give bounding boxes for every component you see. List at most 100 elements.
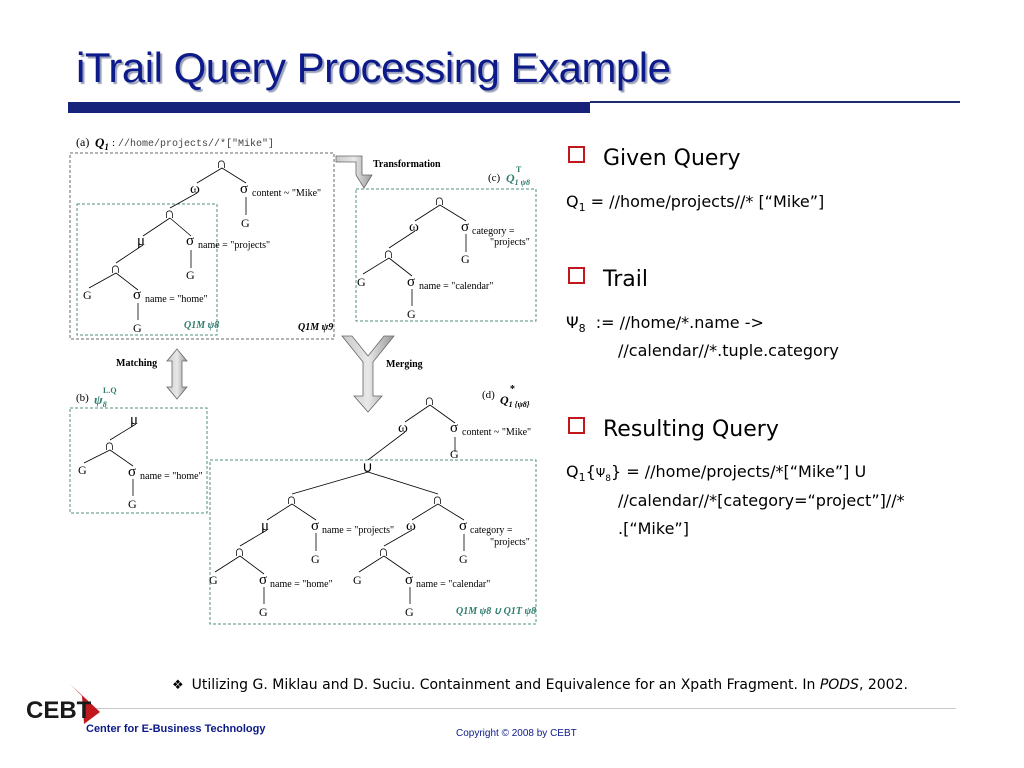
panel-c-query: Q1 ψ8: [506, 171, 530, 187]
panel-b-label: (b): [76, 392, 89, 404]
label-a-content: content ~ "Mike": [252, 188, 321, 199]
label-c-projects: "projects": [490, 237, 530, 248]
matching-arrow: [166, 348, 188, 400]
footer-org-name: Center for E-Business Technology: [86, 723, 266, 735]
page-title: iTrail Query Processing Example: [76, 44, 671, 91]
node-a-mu: μ: [137, 233, 145, 249]
node-a-g1: G: [241, 216, 250, 230]
panel-a-query: Q1: [95, 135, 109, 152]
node-d-cap: ∩: [424, 393, 435, 409]
matching-label: Matching: [116, 358, 157, 369]
node-c-g3: G: [407, 307, 416, 321]
node-c-sigma-calendar: σ: [407, 274, 415, 290]
label-d-category: category =: [470, 525, 513, 536]
node-a-sigma-home: σ: [133, 287, 141, 303]
trail-text-line2: //calendar//*.tuple.category: [618, 341, 839, 360]
svg-text::: :: [112, 137, 115, 149]
tree-a: [88, 167, 247, 320]
node-a-sigma-content: σ: [240, 181, 248, 197]
node-d-sigma-projects: σ: [311, 518, 319, 534]
result-text-line2: //calendar//*[category=“project”]//*: [618, 491, 905, 510]
transformation-arrow: [335, 155, 373, 189]
panel-d-query-sup: *: [510, 384, 515, 395]
panel-b-trail-sup: L.Q: [103, 386, 117, 395]
transformation-label: Transformation: [373, 159, 441, 170]
node-d-cap-left: ∩: [286, 492, 297, 508]
label-c-calendar: name = "calendar": [419, 281, 493, 292]
panel-d-frame: [209, 459, 537, 625]
footer-divider: [90, 708, 956, 709]
node-d-g5: G: [353, 573, 362, 587]
panel-c-label: (c): [488, 172, 501, 184]
cebt-logo: CEBT: [26, 684, 100, 724]
label-c-category: category =: [472, 226, 515, 237]
label-d-calendar: name = "calendar": [416, 579, 490, 590]
node-c-g2: G: [357, 275, 366, 289]
node-d-g6: G: [405, 605, 414, 619]
result-text-line1: Q1{Ψ8} = //home/projects/*[“Mike”] U: [566, 462, 867, 485]
tag-q1m-psi8: Q1M ψ8: [184, 320, 219, 331]
label-b-home: name = "home": [140, 471, 203, 482]
node-a-cap2: ∩: [164, 206, 175, 222]
bullet-given-query: Given Query: [568, 146, 741, 171]
node-d-g3: G: [259, 605, 268, 619]
bullet-box: [568, 417, 585, 434]
node-d-cap-left2: ∩: [234, 544, 245, 560]
given-query-text: Q1 = //home/projects//* [“Mike”]: [566, 192, 825, 215]
node-d-g1: G: [311, 552, 320, 566]
label-a-home: name = "home": [145, 294, 208, 305]
node-d-cup: ∪: [362, 460, 373, 476]
panel-a-expr: //home/projects//*["Mike"]: [118, 138, 274, 150]
label-d-projects2: "projects": [490, 537, 530, 548]
label-d-projects: name = "projects": [322, 525, 394, 536]
node-b-sigma-home: σ: [128, 464, 136, 480]
node-c-cap2: ∩: [383, 246, 394, 262]
node-b-cap: ∩: [104, 438, 115, 454]
node-c-sigma-category: σ: [461, 219, 469, 235]
bullet-box: [568, 267, 585, 284]
node-a-sigma-projects: σ: [186, 233, 194, 249]
label-d-home: name = "home": [270, 579, 333, 590]
citation: ❖Utilizing G. Miklau and D. Suciu. Conta…: [172, 677, 908, 693]
node-a-cap3: ∩: [110, 261, 121, 277]
svg-text:CEBT: CEBT: [26, 697, 92, 724]
panel-d-query: Q1 {ψ8}: [500, 393, 530, 409]
merging-label: Merging: [386, 359, 423, 370]
panel-c-query-sup: T: [516, 165, 522, 174]
node-d-g0: G: [450, 447, 459, 461]
trail-text-line1: Ψ8 := //home/*.name ->: [566, 313, 764, 336]
node-b-g1: G: [78, 463, 87, 477]
node-a-cap: ∩: [216, 156, 227, 172]
node-d-cap-right: ∩: [432, 492, 443, 508]
tag-q1m-cup-q1t: Q1M ψ8 ∪ Q1T ψ8: [456, 606, 536, 617]
node-d-mu: μ: [261, 518, 269, 534]
node-a-g4: G: [133, 321, 142, 335]
node-d-sigma-calendar: σ: [405, 572, 413, 588]
node-a-g3: G: [83, 288, 92, 302]
node-d-g4: G: [459, 552, 468, 566]
node-d-cap-right2: ∩: [378, 544, 389, 560]
node-b-g2: G: [128, 497, 137, 511]
result-text-line3: .[“Mike”]: [618, 519, 689, 538]
panel-c-frame: [355, 188, 537, 322]
panel-b-frame: [69, 407, 208, 514]
panel-a-inner-frame: [76, 203, 218, 336]
node-d-sigma-home: σ: [259, 572, 267, 588]
node-c-cap: ∩: [434, 193, 445, 209]
node-d-sigma-category: σ: [459, 518, 467, 534]
diamond-bullet-icon: ❖: [172, 678, 184, 693]
panel-d-label: (d): [482, 389, 495, 401]
node-d-g2: G: [209, 573, 218, 587]
node-b-mu: μ: [130, 412, 138, 428]
tag-q1m-psi9: Q1M ψ9: [298, 322, 333, 333]
bullet-given-query-label: Given Query: [603, 146, 741, 171]
node-d-omega2: ω: [406, 518, 416, 534]
bullet-resulting-query-label: Resulting Query: [603, 417, 779, 442]
panel-a-label: (a): [76, 135, 89, 149]
panel-a-frame: [69, 152, 335, 340]
bullet-trail-label: Trail: [603, 267, 648, 292]
title-underline-rule: [590, 101, 960, 103]
node-c-g1: G: [461, 252, 470, 266]
panel-b-trail: ψ8: [94, 392, 107, 409]
